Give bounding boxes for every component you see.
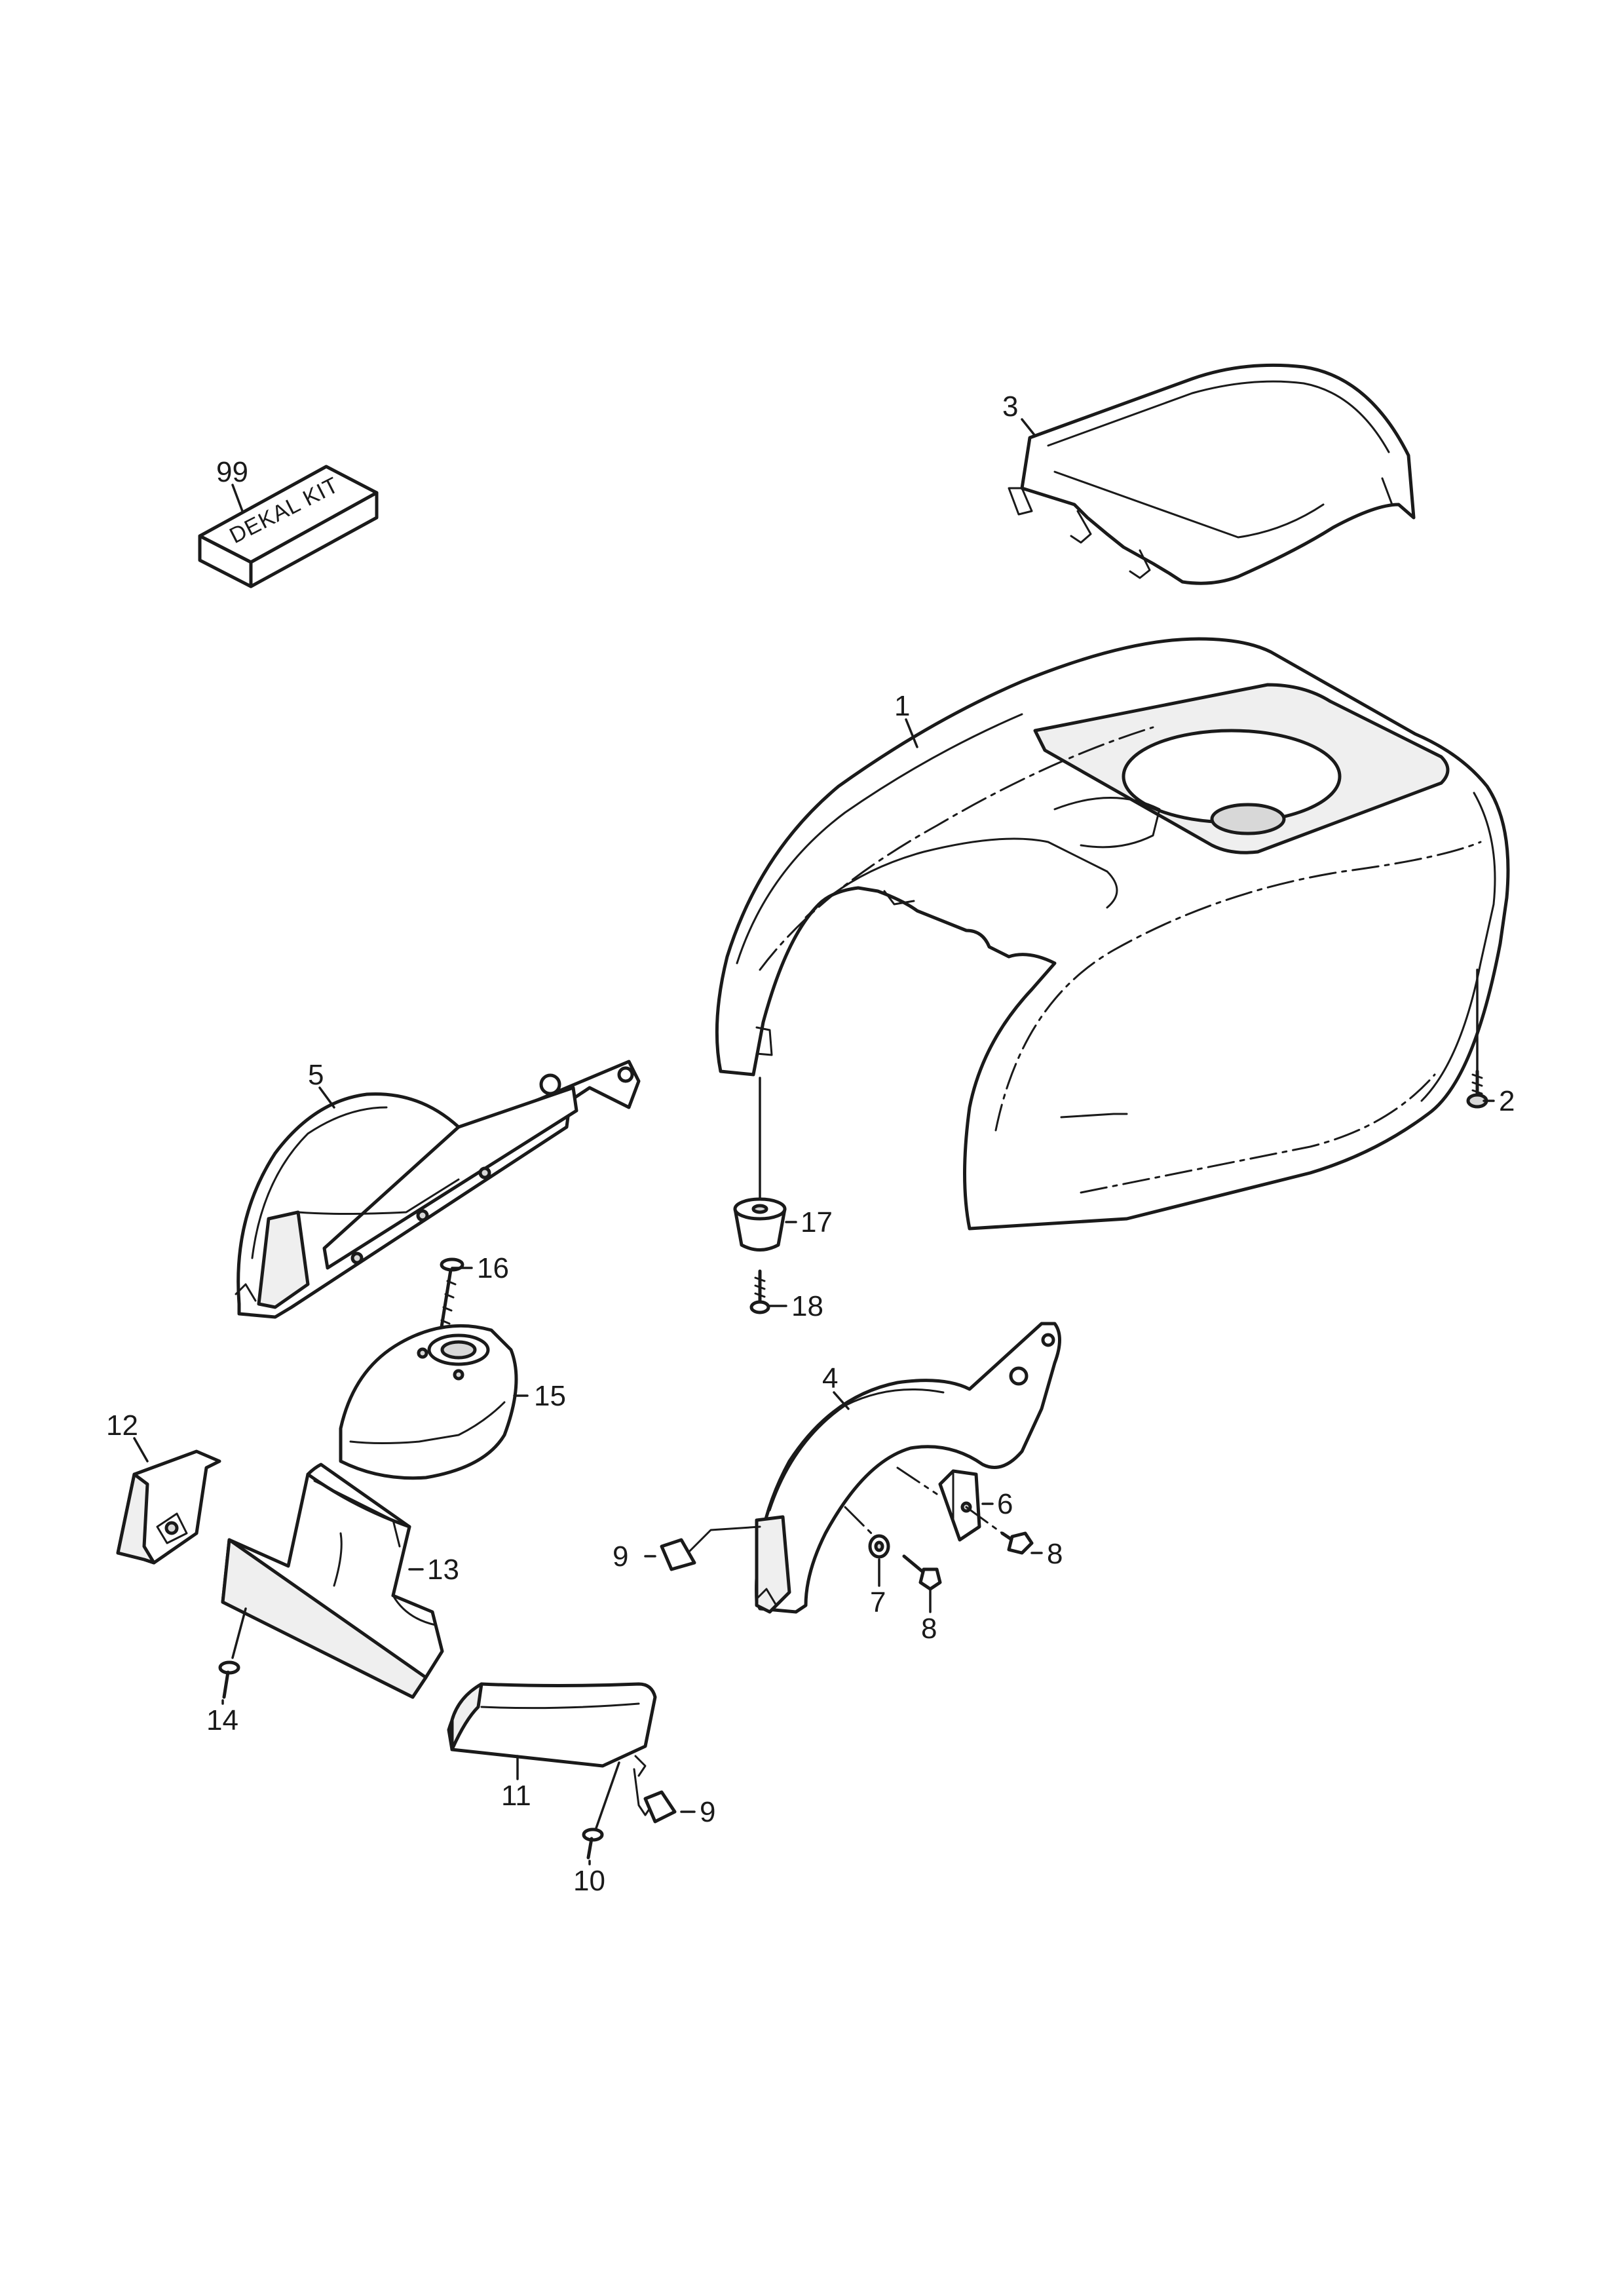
main-hood-part [715,637,1510,1231]
callout-1: 1 [894,690,910,722]
callout-8a: 8 [1047,1538,1063,1570]
callout-12: 12 [106,1409,138,1442]
callout-7: 7 [870,1586,886,1618]
bolt-part-8b [902,1554,942,1591]
callout-labels: 1 2 3 4 5 6 7 8 8 9 9 10 11 12 13 14 15 … [106,391,1515,1897]
lower-panel-part-11 [447,1682,657,1777]
center-cover-part [339,1324,518,1480]
bolt-part-8a [1000,1531,1034,1555]
callout-11: 11 [501,1780,531,1812]
screw-part-2 [1466,968,1488,1109]
left-fender-part [235,1060,641,1319]
top-cover-part [1008,363,1416,585]
screw-part-10 [582,1761,620,1860]
rubber-mount-part-17 [733,1077,787,1252]
callout-17: 17 [801,1206,833,1238]
callout-10: 10 [573,1865,605,1897]
central-panel-part-13 [221,1463,444,1699]
bracket-plate-part-6 [896,1466,1004,1542]
washer-part-7 [844,1506,890,1559]
callout-leaders [133,418,1495,1866]
callout-16: 16 [477,1252,509,1284]
clip-nut-part-9b [633,1768,677,1824]
callout-15: 15 [534,1380,566,1412]
right-fender-part [755,1322,1061,1614]
callout-6: 6 [997,1488,1013,1520]
callout-5: 5 [308,1059,324,1091]
bracket-part-12 [116,1449,221,1565]
callout-13: 13 [427,1554,459,1586]
screw-part-14 [218,1607,247,1699]
clip-nut-part-9a [660,1525,761,1571]
callout-18: 18 [791,1290,823,1322]
callout-8b: 8 [921,1613,937,1645]
callout-9a: 9 [613,1540,628,1573]
callout-9b: 9 [700,1796,715,1828]
callout-99: 99 [216,456,248,488]
callout-3: 3 [1002,391,1018,423]
callout-2: 2 [1499,1085,1515,1117]
callout-4: 4 [822,1362,838,1394]
callout-14: 14 [206,1704,238,1736]
screw-part-18 [749,1269,770,1314]
